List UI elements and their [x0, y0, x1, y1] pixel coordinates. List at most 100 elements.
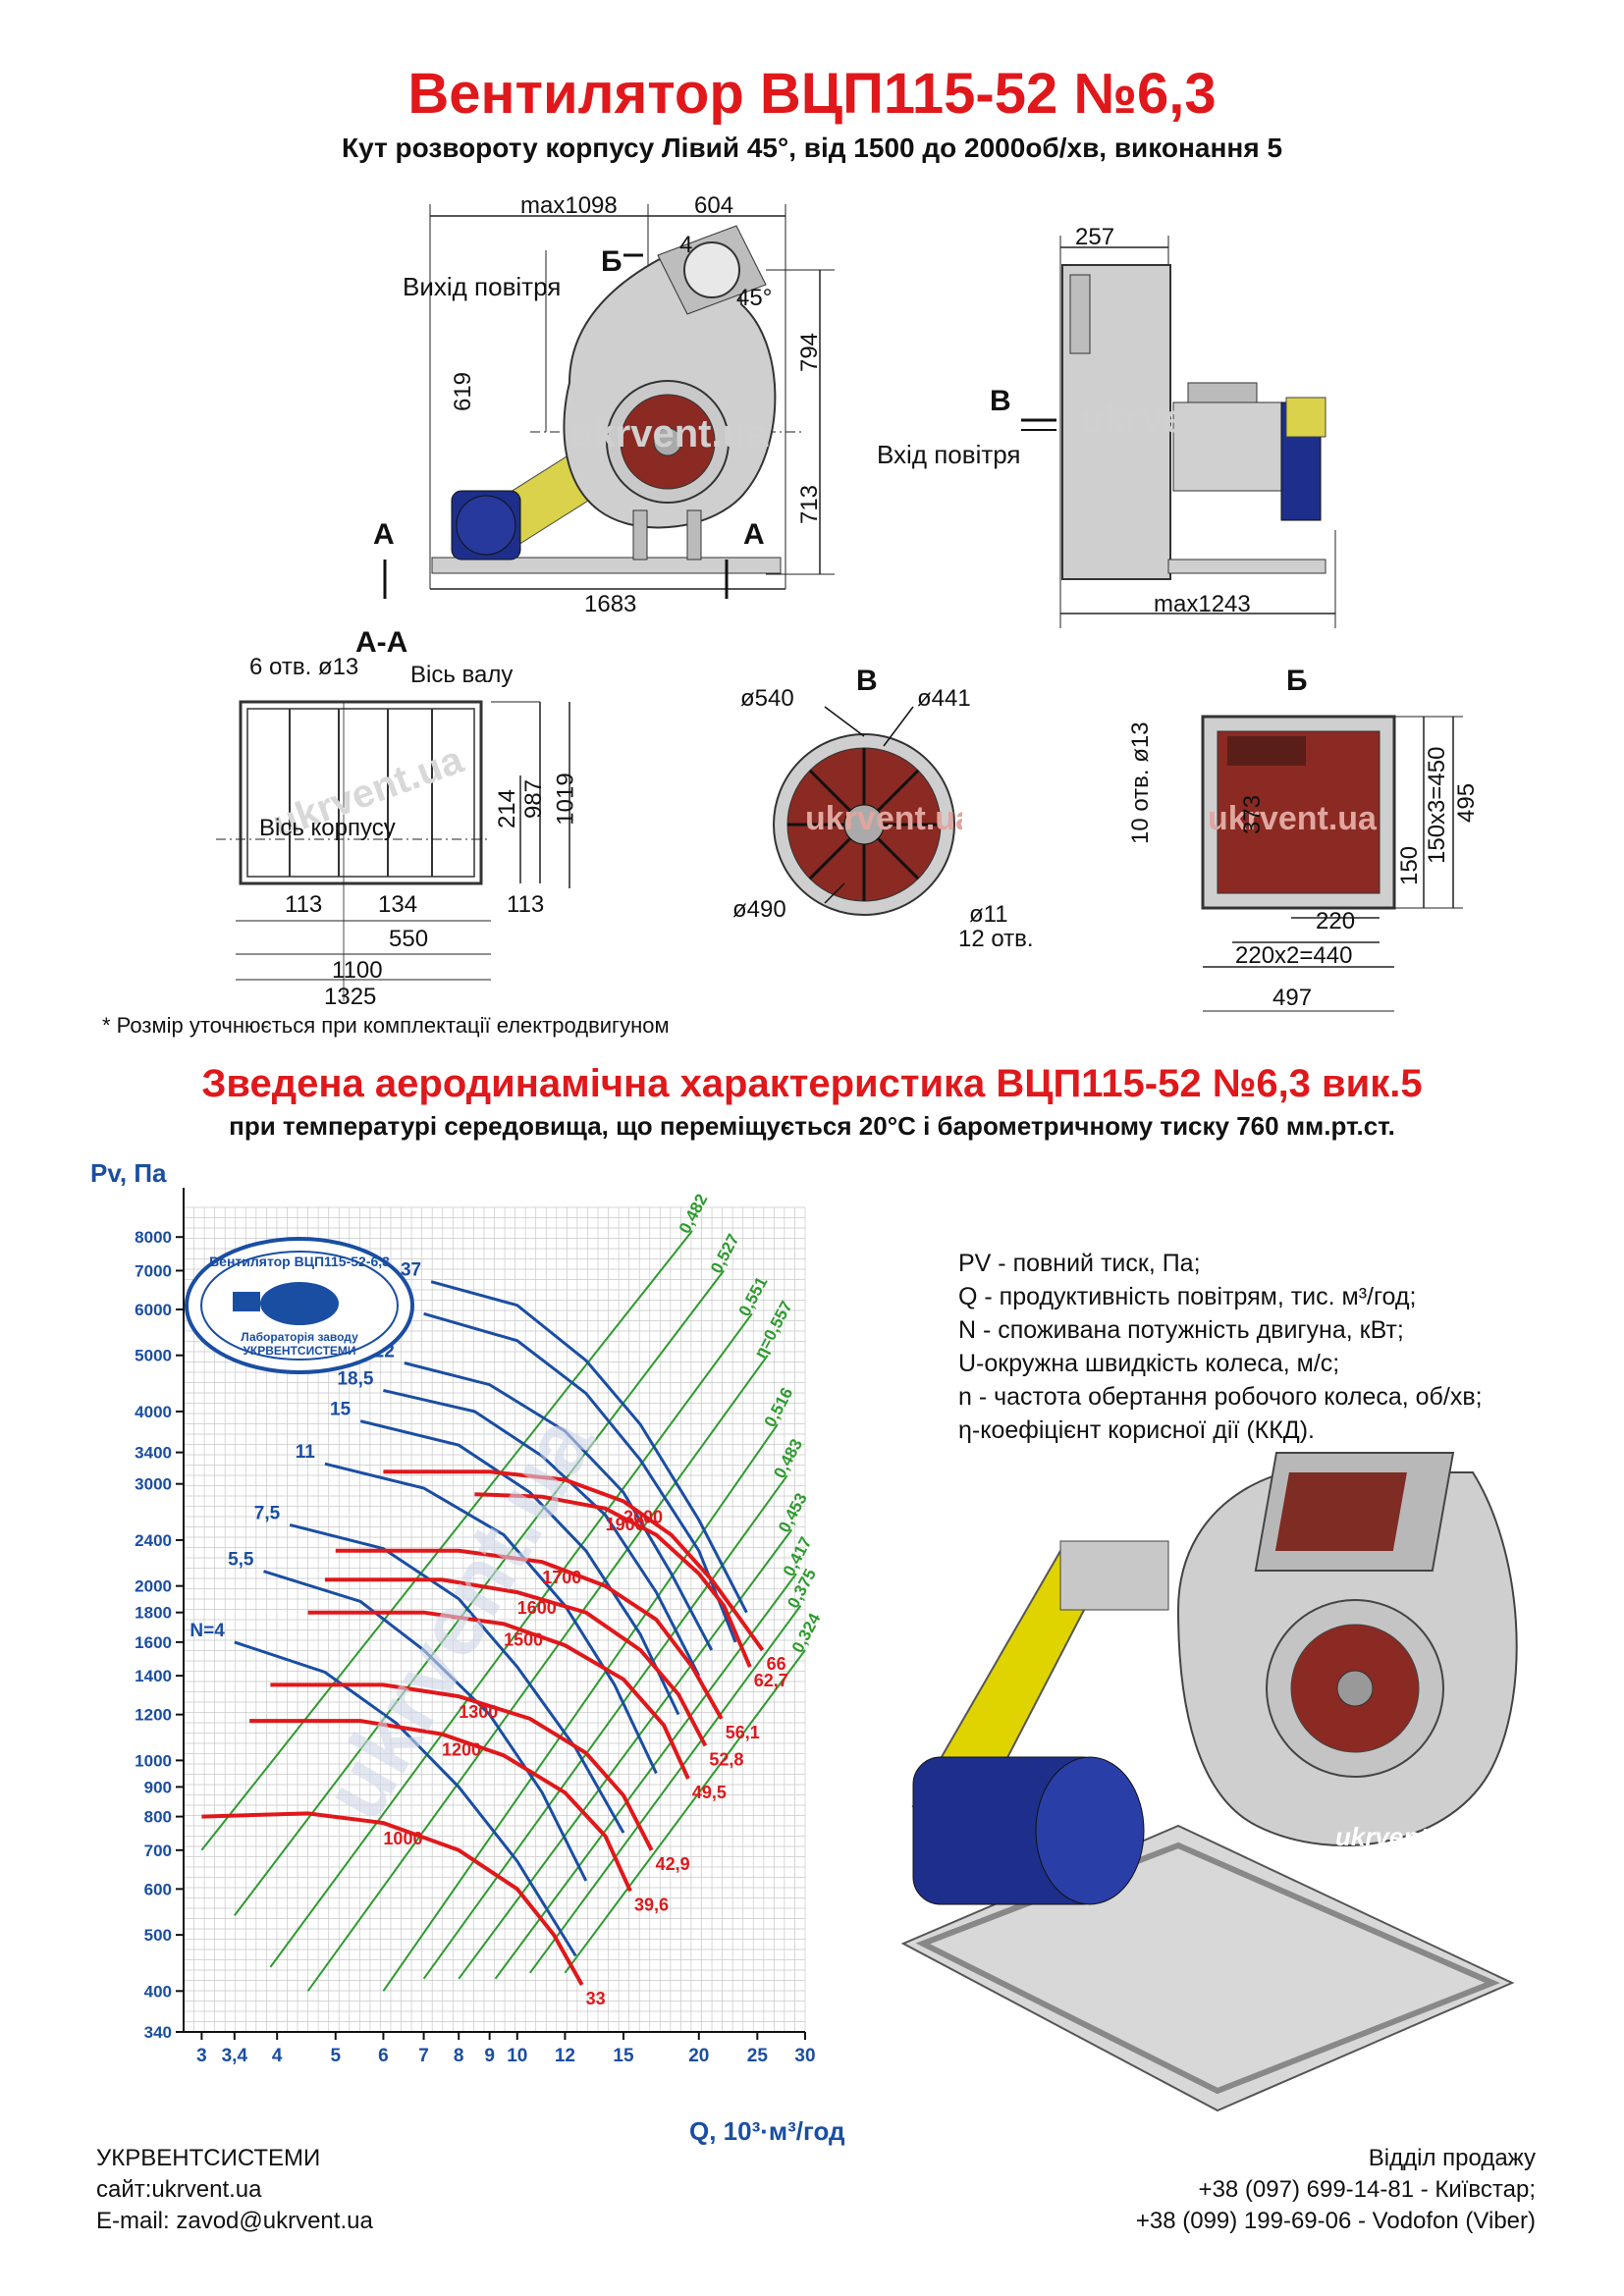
efficiency-line — [494, 1573, 797, 1980]
efficiency-label: 0,483 — [770, 1436, 806, 1481]
dim-1683: 1683 — [584, 591, 637, 617]
power-label: 11 — [296, 1442, 316, 1463]
efficiency-line — [234, 1269, 725, 1917]
x-tick-label: 3,4 — [222, 2046, 248, 2066]
view-b-marker: Б — [601, 245, 623, 278]
legend: PV - повний тиск, Па; Q - продуктивність… — [958, 1247, 1483, 1447]
y-tick-label: 2000 — [135, 1577, 172, 1596]
legend-item-n: N - споживана потужність двигуна, кВт; — [958, 1316, 1404, 1344]
view-b-drawing: ukrvent.ua — [1201, 715, 1463, 1012]
x-tick-label: 12 — [555, 2046, 575, 2066]
power-line — [263, 1570, 588, 1882]
render-watermark: ukrvent.ua — [1335, 1822, 1465, 1851]
x-tick-label: 6 — [378, 2046, 389, 2066]
y-tick-label: 7000 — [135, 1261, 172, 1280]
dim-d540: ø540 — [740, 685, 794, 712]
y-tick-label: 500 — [144, 1926, 172, 1945]
dim-619: 619 — [450, 371, 477, 412]
power-label: 5,5 — [228, 1550, 254, 1571]
chart-section-title: Зведена аеродинамічна характеристика ВЦП… — [201, 1062, 1423, 1105]
watermark-text: ukrvent.ua — [1080, 398, 1279, 441]
size-note: * Розмір уточнюється при комплектації ел… — [102, 1013, 670, 1038]
efficiency-line — [422, 1474, 788, 1980]
watermark-text: ukrvent.ua — [805, 800, 962, 837]
tip-speed-label: 49,5 — [692, 1783, 727, 1802]
dim-214: 214 — [494, 788, 521, 829]
speed-line — [201, 1811, 584, 1986]
page-subtitle: Кут розвороту корпусу Лівий 45°, від 150… — [341, 133, 1283, 163]
section-aa-holes: 6 отв. ø13 — [249, 654, 359, 680]
dim-794: 794 — [796, 332, 824, 373]
power-label: 18,5 — [337, 1368, 373, 1389]
power-line — [404, 1362, 714, 1651]
power-label: 15 — [330, 1400, 352, 1420]
phone-kyivstar[interactable]: +38 (097) 699-14-81 - Київстар; — [1198, 2176, 1536, 2203]
view-b-title: Б — [1286, 665, 1308, 697]
tip-speed-label: 52,8 — [709, 1749, 743, 1769]
speed-label: 1000 — [383, 1829, 422, 1848]
power-line — [383, 1388, 701, 1677]
watermark-text: ukrvent.ua — [1208, 800, 1378, 837]
stamp-bottom2: УКРВЕНТСИСТЕМИ — [243, 1344, 355, 1358]
footer-company-block: УКРВЕНТСИСТЕМИ сайт:ukrvent.ua E-mail: z… — [96, 2143, 373, 2237]
section-aa-title: А-А — [355, 626, 408, 659]
lab-stamp: Вентилятор ВЦП115-52-6,3 Лабораторія зав… — [185, 1237, 414, 1374]
tip-speed-label: 42,9 — [656, 1854, 690, 1874]
legend-item-u: U-окружна швидкість колеса, м/с; — [958, 1350, 1340, 1377]
y-tick-label: 700 — [144, 1842, 172, 1860]
dim-45deg: 45° — [736, 285, 773, 311]
x-tick-label: 8 — [454, 2046, 464, 2066]
efficiency-line — [564, 1649, 806, 1974]
power-line — [324, 1462, 658, 1775]
dim-550: 550 — [389, 926, 429, 952]
dim-d441: ø441 — [917, 685, 971, 712]
dim-134: 134 — [378, 891, 418, 918]
view-v-drawing: ukrvent.ua — [773, 706, 962, 916]
company-site[interactable]: сайт:ukrvent.ua — [96, 2176, 262, 2203]
efficiency-label: 0,516 — [761, 1384, 797, 1429]
dim-1100: 1100 — [332, 957, 383, 984]
power-line — [423, 1311, 737, 1643]
company-name: УКРВЕНТСИСТЕМИ — [96, 2145, 321, 2171]
side-view-drawing: ukrvent.ua — [1021, 236, 1336, 628]
front-view-drawing: ukrvent.ua — [383, 204, 835, 599]
air-outlet-label: Вихід повітря — [403, 272, 562, 301]
x-tick-label: 7 — [418, 2046, 429, 2066]
y-tick-label: 5000 — [135, 1347, 172, 1365]
dim-495: 495 — [1453, 782, 1480, 823]
x-tick-label: 4 — [272, 2046, 283, 2066]
efficiency-line — [306, 1355, 769, 1992]
efficiency-line — [200, 1230, 693, 1851]
dim-150: 150 — [1396, 845, 1423, 885]
stamp-bottom1: Лабораторія заводу — [241, 1330, 358, 1344]
efficiency-line — [528, 1605, 802, 1974]
dim-1019: 1019 — [552, 773, 579, 826]
y-tick-label: 800 — [144, 1808, 172, 1827]
phone-vodafone[interactable]: +38 (099) 199-69-06 - Vodofon (Viber) — [1135, 2208, 1536, 2234]
performance-chart: 0,4820,5270,551η=0,5570,5160,4830,4530,4… — [135, 1188, 825, 2066]
dim-12-holes: 12 отв. — [958, 926, 1034, 952]
y-tick-label: 2400 — [135, 1531, 172, 1550]
x-tick-label: 10 — [507, 2046, 527, 2066]
dim-220: 220 — [1316, 908, 1356, 934]
stamp-top-text: Вентилятор ВЦП115-52-6,3 — [209, 1254, 390, 1269]
power-label: 7,5 — [254, 1503, 281, 1523]
body-axis-label: Вісь корпусу — [259, 815, 396, 841]
tip-speed-label: 56,1 — [726, 1723, 760, 1742]
speed-label: 1300 — [459, 1702, 498, 1722]
power-label: 37 — [401, 1260, 421, 1281]
x-tick-label: 25 — [747, 2046, 769, 2066]
y-tick-label: 3400 — [135, 1444, 172, 1463]
air-inlet-label: Вхід повітря — [877, 440, 1021, 469]
footer-sales-block: Відділ продажу +38 (097) 699-14-81 - Киї… — [1136, 2143, 1536, 2237]
tip-speed-label: 33 — [586, 1989, 606, 2008]
power-line — [359, 1419, 680, 1716]
dim-113-right: 113 — [507, 891, 545, 918]
company-email[interactable]: E-mail: zavod@ukrvent.ua — [96, 2208, 373, 2234]
view-v-marker: В — [990, 385, 1011, 417]
x-tick-label: 9 — [484, 2046, 495, 2066]
speed-line — [335, 1548, 724, 1720]
y-tick-label: 1000 — [135, 1751, 172, 1770]
x-tick-label: 3 — [196, 2046, 207, 2066]
speed-label: 1600 — [517, 1598, 557, 1618]
